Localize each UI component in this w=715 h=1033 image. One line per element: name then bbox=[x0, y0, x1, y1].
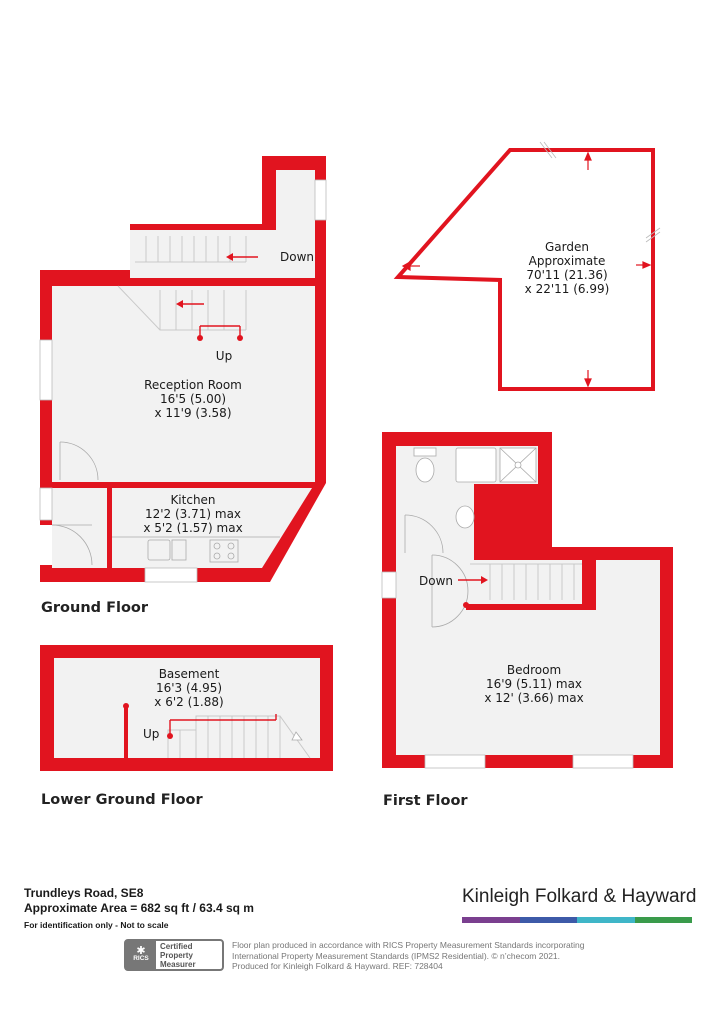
rics-seal-icon: ✱ RICS bbox=[126, 941, 156, 969]
basement-dim1: 16'3 (4.95) bbox=[156, 681, 222, 695]
lower-ground-floor-label: Lower Ground Floor bbox=[41, 792, 204, 808]
bedroom-alcove bbox=[596, 560, 660, 610]
agent-brand-name: Kinleigh Folkard & Hayward bbox=[462, 886, 697, 907]
ground-down-arrow bbox=[226, 253, 258, 261]
entrance-floor bbox=[52, 488, 107, 568]
hall-corridor bbox=[276, 170, 315, 280]
brand-bar-green bbox=[634, 917, 692, 923]
kitchen-floor bbox=[112, 488, 312, 568]
reception-top-wall bbox=[40, 278, 315, 286]
landing-floor bbox=[396, 560, 582, 600]
kitchen-name: Kitchen bbox=[170, 493, 215, 507]
bedroom-dim1: 16'9 (5.11) max bbox=[486, 677, 582, 691]
bedroom-name: Bedroom bbox=[507, 663, 561, 677]
brand-bar-cyan bbox=[577, 917, 635, 923]
basement-name: Basement bbox=[159, 667, 220, 681]
ground-stair-treads bbox=[117, 236, 247, 331]
rics-line3: Measurer bbox=[160, 959, 196, 969]
reception-dim2: x 11'9 (3.58) bbox=[154, 406, 231, 420]
ground-floor-label: Ground Floor bbox=[41, 600, 149, 616]
rics-seal-text: RICS bbox=[133, 955, 149, 962]
first-down-arrow bbox=[458, 576, 488, 608]
disclaimer-line2: International Property Measurement Stand… bbox=[232, 950, 561, 961]
kitchen-dim1: 12'2 (3.71) max bbox=[145, 507, 241, 521]
garden-ticks bbox=[539, 141, 661, 243]
garden-arrows bbox=[401, 151, 652, 388]
ground-up-label: Up bbox=[216, 349, 232, 363]
kitchen-top-wall bbox=[107, 482, 315, 488]
garden-name: Garden bbox=[545, 240, 589, 254]
garden-plan bbox=[393, 141, 661, 391]
garden-dim1: 70'11 (21.36) bbox=[526, 268, 607, 282]
basement-stair-treads bbox=[167, 715, 311, 759]
rics-line1: Certified bbox=[160, 941, 193, 951]
kitchen-fittings bbox=[112, 536, 280, 563]
first-stair-treads bbox=[470, 563, 582, 600]
stair-wall bbox=[130, 224, 276, 230]
bedroom-dim2: x 12' (3.66) max bbox=[484, 691, 583, 705]
kitchen-dim2: x 5'2 (1.57) max bbox=[143, 521, 242, 535]
reception-dim1: 16'5 (5.00) bbox=[160, 392, 226, 406]
reception-floor bbox=[52, 286, 315, 482]
basement-up-label: Up bbox=[143, 727, 159, 741]
ground-floor-plan bbox=[39, 156, 327, 583]
disclaimer-line1: Floor plan produced in accordance with R… bbox=[232, 940, 585, 950]
kitchen-side-wall bbox=[107, 482, 112, 568]
disclaimer-line3: Produced for Kinleigh Folkard & Hayward.… bbox=[232, 961, 443, 971]
basement-floor bbox=[54, 658, 320, 758]
brand-bar-blue bbox=[519, 917, 577, 923]
garden-outline bbox=[393, 148, 655, 391]
basement-dim2: x 6'2 (1.88) bbox=[154, 695, 223, 709]
property-area: Approximate Area = 682 sq ft / 63.4 sq m bbox=[24, 901, 254, 915]
stair-area bbox=[130, 230, 276, 280]
scale-note: For identification only - Not to scale bbox=[24, 920, 169, 930]
first-floor-windows bbox=[381, 571, 634, 769]
alcove-wall bbox=[582, 560, 596, 610]
entrance-door bbox=[40, 441, 99, 566]
reception-name: Reception Room bbox=[144, 378, 242, 392]
first-down-label: Down bbox=[419, 574, 453, 588]
landing-wall bbox=[466, 604, 596, 610]
ground-down-label: Down bbox=[280, 250, 314, 264]
garden-line2: Approximate bbox=[529, 254, 606, 268]
rics-badge: ✱ RICS Certified Property Measurer bbox=[124, 939, 224, 971]
brand-bar-purple bbox=[462, 917, 520, 923]
measurement-disclaimer: Floor plan produced in accordance with R… bbox=[232, 940, 612, 972]
property-info: Trundleys Road, SE8 Approximate Area = 6… bbox=[24, 886, 254, 933]
brand-color-bars bbox=[462, 917, 692, 923]
garden-dim2: x 22'11 (6.99) bbox=[525, 282, 610, 296]
first-floor-label: First Floor bbox=[383, 793, 468, 809]
rics-line2: Property bbox=[160, 950, 193, 960]
first-floor-doors bbox=[404, 514, 469, 628]
bathroom-fittings bbox=[413, 447, 537, 529]
lower-ground-floor-plan bbox=[40, 645, 333, 771]
ground-windows bbox=[39, 179, 327, 583]
first-floor-plan bbox=[381, 432, 673, 769]
ground-up-arrow bbox=[176, 300, 243, 341]
property-address: Trundleys Road, SE8 bbox=[24, 886, 144, 900]
rics-certification: Certified Property Measurer bbox=[156, 942, 196, 969]
basement-up-arrow bbox=[123, 703, 303, 758]
